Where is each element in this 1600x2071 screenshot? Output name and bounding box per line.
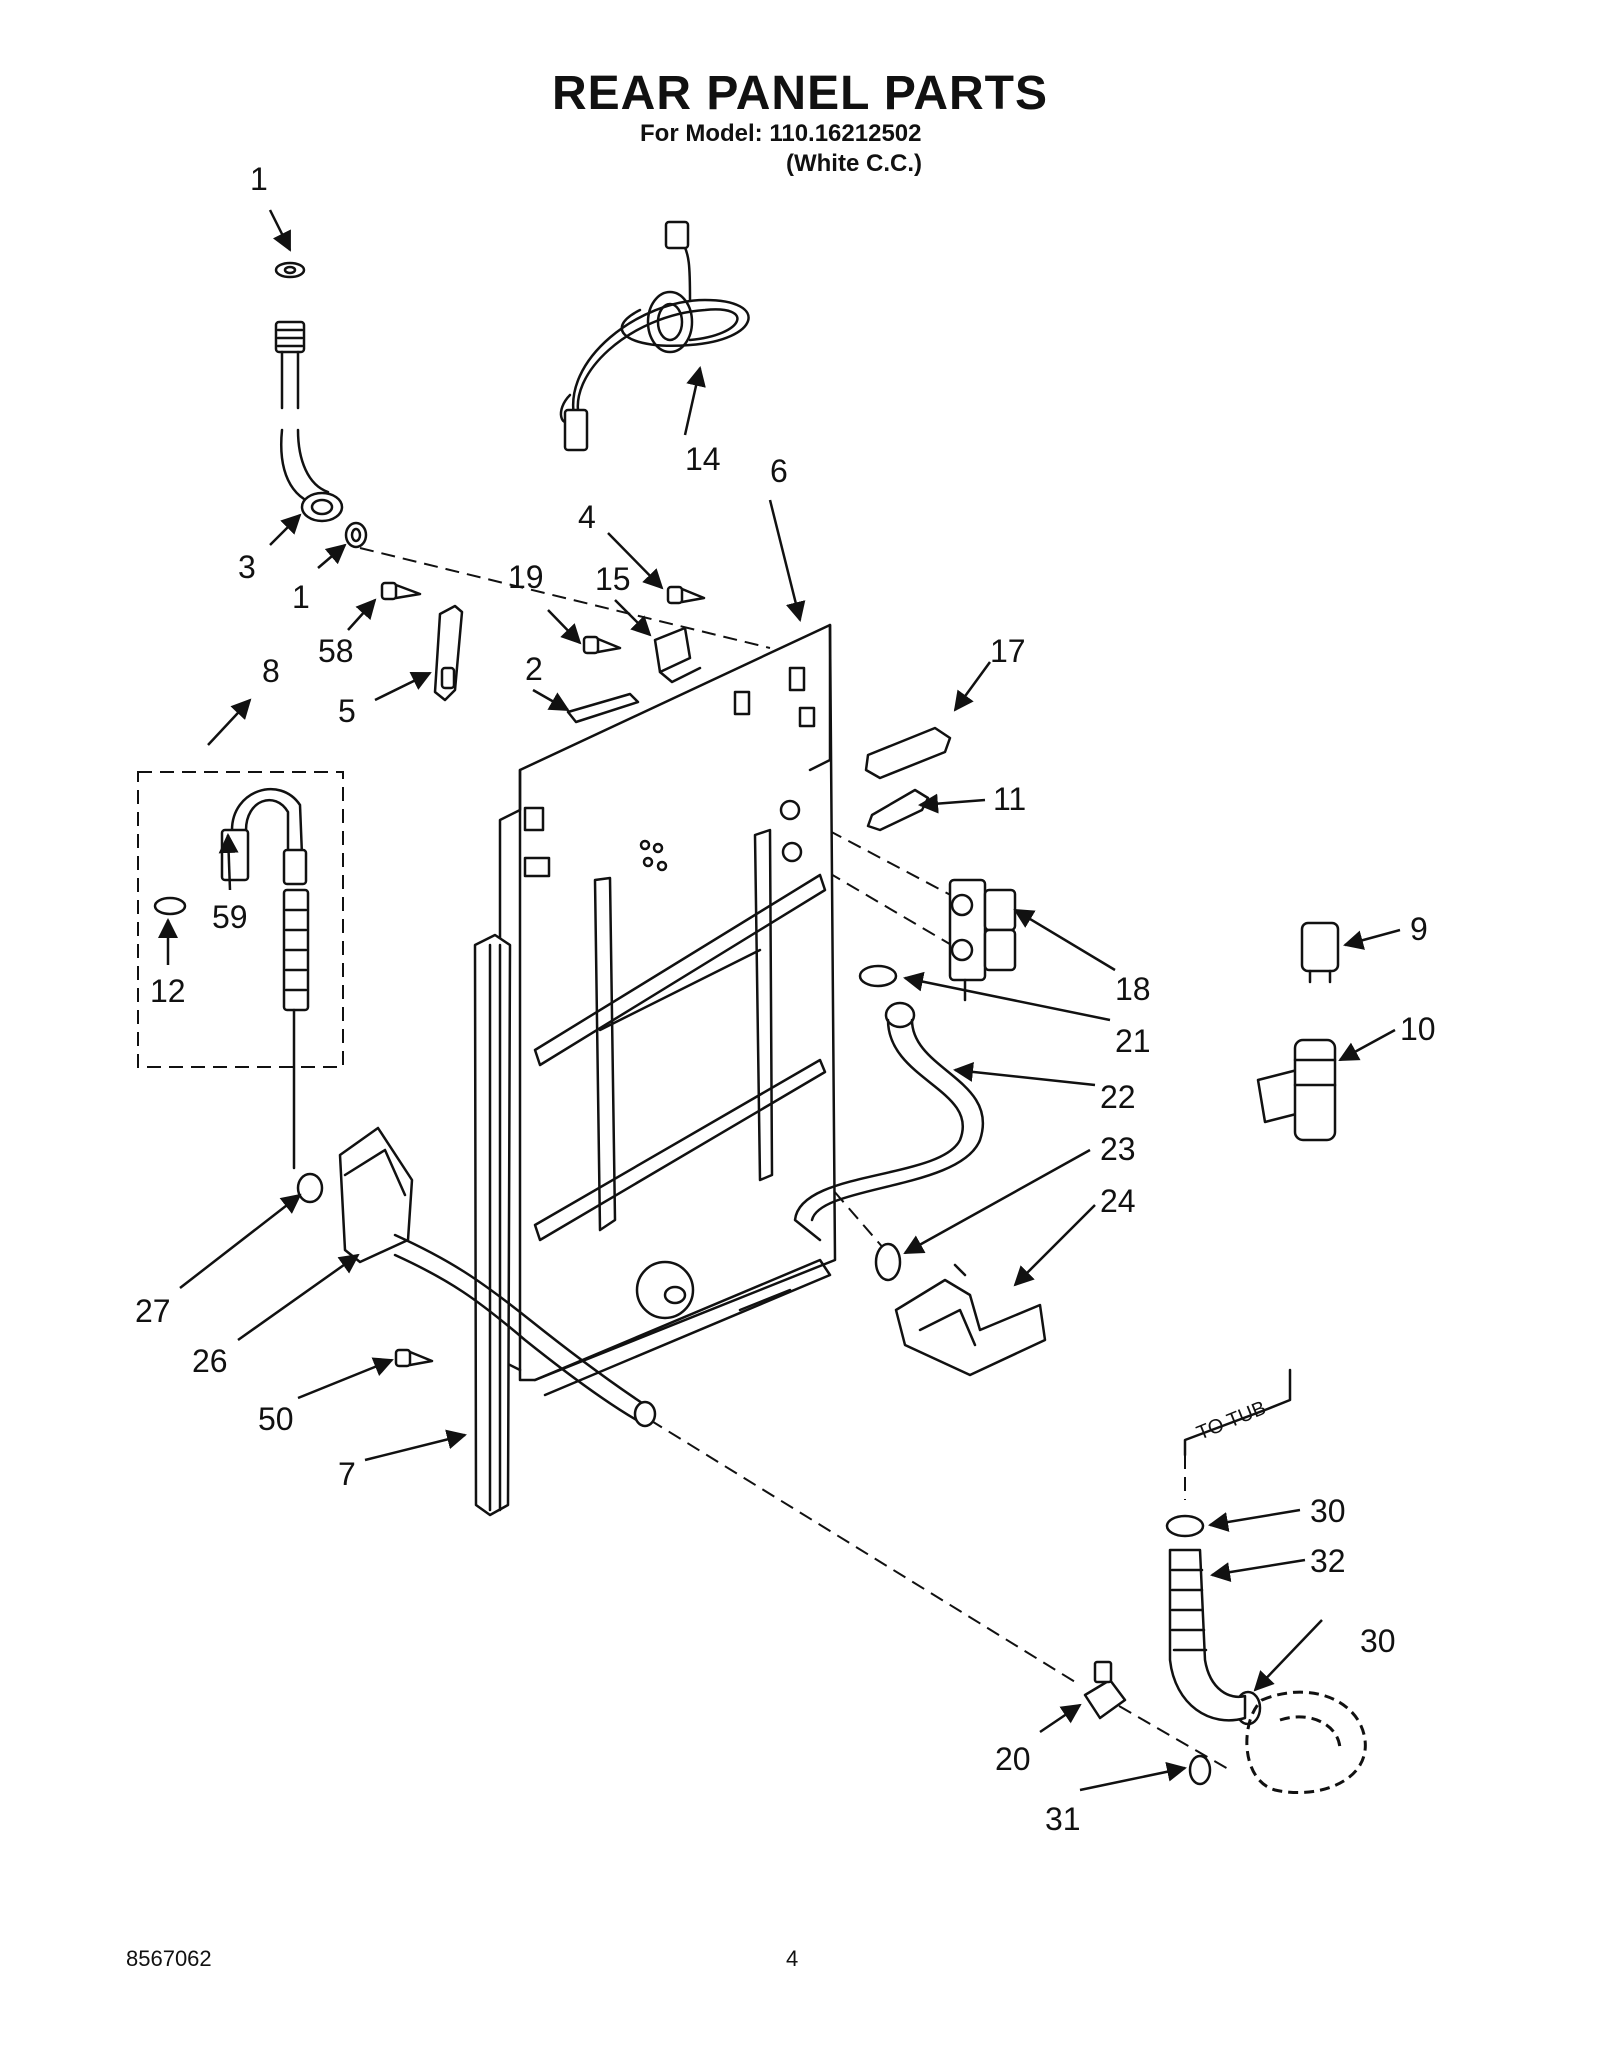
page-number: 4 [786,1946,799,1971]
callout-4: 4 [578,499,596,535]
callout-7: 7 [338,1456,356,1492]
callout-23: 23 [1100,1131,1136,1167]
rail-part-7 [473,933,512,1517]
callout-15: 15 [595,561,631,597]
pump-outline-dashed [1245,1690,1367,1795]
document-number: 8567062 [126,1946,212,1971]
bracket-part-17 [864,726,952,780]
clamp-part-31 [1188,1754,1212,1786]
callout-22: 22 [1100,1079,1136,1115]
fill-hose-part [274,320,344,523]
clamp-part-23 [874,1242,902,1282]
callout-3: 3 [238,549,256,585]
dispenser-part-24 [894,1263,1047,1377]
clamp-part-30-top [1165,1514,1205,1538]
switch-part-15 [653,626,702,684]
model-number: For Model: 110.16212502 [640,120,922,147]
callout-59: 59 [212,899,248,935]
callout-8: 8 [262,653,280,689]
model-color: (White C.C.) [786,150,922,177]
power-cord-part [559,220,750,452]
pump-part-10 [1256,1038,1337,1142]
connector-part-20 [1083,1660,1127,1720]
callout-10: 10 [1400,1011,1436,1047]
screw-part-58 [380,581,422,601]
callout-14: 14 [685,441,721,477]
callout-30-low: 30 [1360,1623,1396,1659]
callout-1-mid: 1 [292,579,310,615]
washer-part-top [274,261,306,279]
callout-12: 12 [150,973,186,1009]
screw-part-19 [582,635,622,655]
callout-2: 2 [525,651,543,687]
callout-27: 27 [135,1293,171,1329]
callout-labels: 1 3 1 58 5 8 2 19 15 4 6 14 17 11 18 21 … [135,161,1436,1837]
callout-5: 5 [338,693,356,729]
drain-hose-kit-part-8 [137,771,344,1068]
callout-9: 9 [1410,911,1428,947]
clip-part-11 [866,788,930,832]
hose-part-22 [793,1001,984,1242]
clamp-part-21 [858,964,898,988]
callout-6: 6 [770,453,788,489]
callout-32: 32 [1310,1543,1346,1579]
hose-part-32 [1168,1548,1247,1722]
callout-26: 26 [192,1343,228,1379]
callout-58: 58 [318,633,354,669]
to-tub-label: TO TUB [1194,1397,1270,1445]
callout-11: 11 [993,781,1026,817]
callout-19: 19 [508,559,544,595]
clip-part-5 [433,604,464,702]
drain-housing-parts [292,1008,657,1428]
page-title: REAR PANEL PARTS [551,67,1049,120]
water-valve-part [948,878,1017,1002]
callout-50: 50 [258,1401,294,1437]
callout-31: 31 [1045,1801,1081,1837]
callout-30-top: 30 [1310,1493,1346,1529]
leader-arrows [158,209,1401,1792]
bracket-part-2 [566,692,640,724]
to-tub-annotation: TO TUB [1183,1368,1292,1457]
capacitor-part [1300,921,1340,984]
callout-21: 21 [1115,1023,1151,1059]
screw-part-4 [666,585,706,605]
rear-panel-part [498,623,837,1397]
callout-18: 18 [1115,971,1151,1007]
callout-17: 17 [990,633,1026,669]
callout-1-top: 1 [250,161,268,197]
washer-part-mid [344,521,368,549]
callout-20: 20 [995,1741,1031,1777]
callout-24: 24 [1100,1183,1136,1219]
